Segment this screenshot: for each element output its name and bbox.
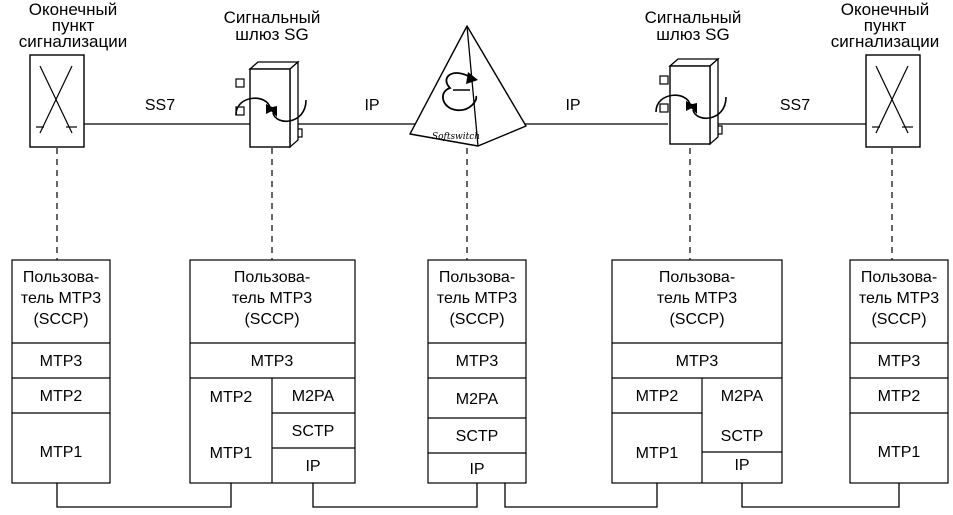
end-point-right-icon bbox=[865, 54, 921, 148]
stack2-mtp1: MTP1 bbox=[210, 445, 253, 462]
stack2-sctp: SCTP bbox=[292, 423, 335, 440]
end-point-right-label-line-3: сигнализации bbox=[831, 32, 939, 51]
stack5-mtp1: MTP1 bbox=[878, 444, 921, 461]
stack2-user-line-1: Пользова- bbox=[234, 269, 310, 286]
end-point-left-label: Оконечный пункт сигнализации bbox=[19, 0, 127, 51]
gateway-right-icon bbox=[655, 57, 727, 146]
link-ss7-right-label: SS7 bbox=[780, 97, 810, 114]
stack3-mtp3: MTP3 bbox=[456, 353, 499, 370]
gateway-right-label-line-2: шлюз SG bbox=[656, 25, 729, 44]
end-point-left-icon bbox=[29, 54, 85, 148]
link-ss7-left-label: SS7 bbox=[145, 97, 175, 114]
stack5-mtp2: MTP2 bbox=[878, 388, 921, 405]
stack4-sctp: SCTP bbox=[721, 428, 764, 445]
stack1-user-line-2: тель MTP3 bbox=[21, 290, 101, 307]
physical-links bbox=[56, 483, 900, 508]
stack5-user-line-3: (SCCP) bbox=[871, 311, 926, 328]
gateway-left-label-line-1: Сигнальный bbox=[224, 8, 321, 27]
end-point-right-label-line-1: Оконечный bbox=[841, 0, 930, 19]
gateway-right-label-line-1: Сигнальный bbox=[645, 8, 742, 27]
stack1-mtp1: MTP1 bbox=[40, 444, 83, 461]
stack2-mtp3: MTP3 bbox=[251, 353, 294, 370]
stack4-ip: IP bbox=[734, 457, 749, 474]
stack3-user-line-2: тель MTP3 bbox=[437, 290, 517, 307]
stack-gateway-right bbox=[611, 259, 783, 484]
stack4-user-line-3: (SCCP) bbox=[669, 311, 724, 328]
end-point-left-label-line-3: сигнализации bbox=[19, 32, 127, 51]
stack4-mtp3: MTP3 bbox=[676, 353, 719, 370]
stack1-mtp3: MTP3 bbox=[40, 353, 83, 370]
stack3-m2pa: M2PA bbox=[456, 391, 499, 408]
stack5-user-line-2: тель MTP3 bbox=[859, 290, 939, 307]
stack3-user-line-3: (SCCP) bbox=[449, 311, 504, 328]
gateway-right-label: Сигнальный шлюз SG bbox=[645, 8, 742, 44]
phys-link-4 bbox=[741, 483, 900, 508]
stack3-user-line-1: Пользова- bbox=[439, 269, 515, 286]
stack2-m2pa: M2PA bbox=[292, 388, 335, 405]
end-point-left-label-line-2: пункт bbox=[52, 16, 95, 35]
stack4-user-line-1: Пользова- bbox=[659, 269, 735, 286]
stack1-mtp2: MTP2 bbox=[40, 388, 83, 405]
phys-link-2 bbox=[312, 483, 478, 508]
phys-link-3 bbox=[504, 483, 658, 508]
gateway-left-icon bbox=[235, 60, 307, 149]
stack5-mtp3: MTP3 bbox=[878, 353, 921, 370]
stack4-mtp2: MTP2 bbox=[636, 388, 679, 405]
stack-softswitch bbox=[427, 259, 527, 484]
mapping-connectors bbox=[56, 148, 893, 260]
link-ip-right-label: IP bbox=[565, 97, 580, 114]
stack-end-point-left bbox=[11, 259, 111, 484]
stack1-user-line-1: Пользова- bbox=[23, 269, 99, 286]
stack4-mtp1: MTP1 bbox=[636, 445, 679, 462]
softswitch-label: Softswitch bbox=[432, 132, 480, 142]
stack2-ip: IP bbox=[305, 458, 320, 475]
stack-gateway-left bbox=[189, 259, 356, 484]
link-ip-left-label: IP bbox=[364, 97, 379, 114]
phys-link-1 bbox=[56, 483, 232, 508]
stack-end-point-right bbox=[849, 259, 949, 484]
stack4-m2pa: M2PA bbox=[721, 388, 764, 405]
stack2-mtp2: MTP2 bbox=[210, 389, 253, 406]
gateway-left-label-line-2: шлюз SG bbox=[235, 25, 308, 44]
stack4-user-line-2: тель MTP3 bbox=[657, 290, 737, 307]
softswitch-icon bbox=[409, 25, 527, 147]
stack5-user-line-1: Пользова- bbox=[861, 269, 937, 286]
stack3-ip: IP bbox=[469, 461, 484, 478]
end-point-right-label-line-2: пункт bbox=[864, 16, 907, 35]
end-point-left-label-line-1: Оконечный bbox=[29, 0, 118, 19]
stack2-user-line-2: тель MTP3 bbox=[232, 290, 312, 307]
stack2-user-line-3: (SCCP) bbox=[244, 311, 299, 328]
gateway-left-label: Сигнальный шлюз SG bbox=[224, 8, 321, 44]
end-point-right-label: Оконечный пункт сигнализации bbox=[831, 0, 939, 51]
stack3-sctp: SCTP bbox=[456, 428, 499, 445]
stack1-user-line-3: (SCCP) bbox=[33, 311, 88, 328]
